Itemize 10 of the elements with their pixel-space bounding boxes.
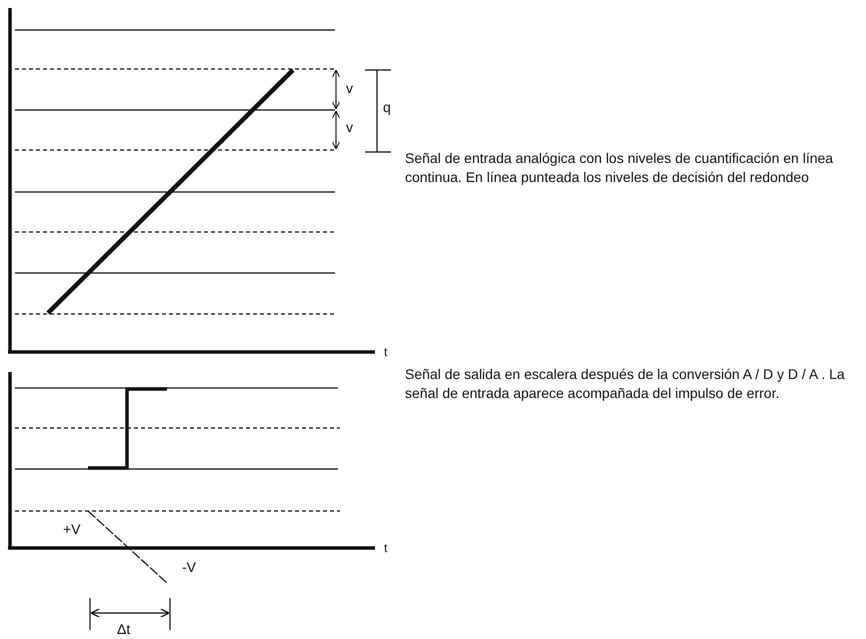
dimension-label: v bbox=[346, 120, 353, 134]
dimension-label: Δt bbox=[117, 622, 130, 636]
axis-label: t bbox=[384, 346, 388, 358]
axis-label: t bbox=[384, 542, 388, 554]
signal-label: +V bbox=[63, 522, 81, 536]
dimension-label: q bbox=[383, 100, 391, 114]
caption-text: Señal de entrada analógica con los niveles de cuantificación en línea continua. En línea punteada los niveles de decisión del redondeo bbox=[405, 149, 834, 187]
dimension-label: v bbox=[346, 81, 353, 95]
caption-text: Señal de salida en escalera después de la conversión A / D y D / A . La señal de entrada aparece acompañada del impulso de error. bbox=[405, 365, 846, 403]
signal-label: -V bbox=[182, 560, 196, 574]
